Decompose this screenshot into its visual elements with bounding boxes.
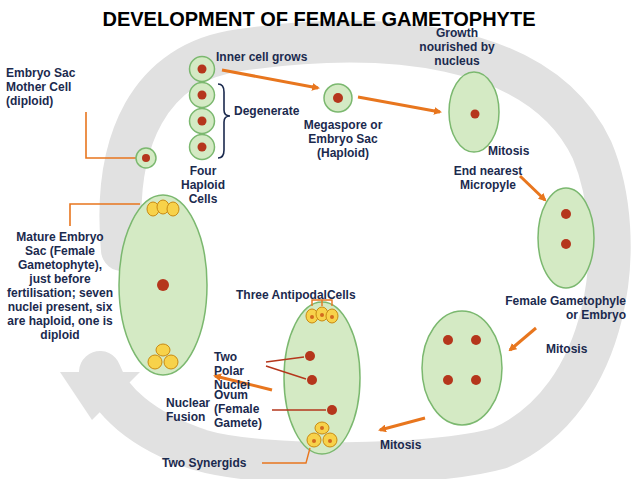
leader-line	[70, 204, 140, 226]
swirl-band	[100, 42, 610, 464]
brace	[218, 84, 230, 158]
nuclei	[443, 335, 481, 385]
megaspore	[324, 84, 352, 112]
ovum-nucleus	[327, 405, 337, 415]
antipodal-nuclei	[310, 313, 334, 319]
stage-label: Four Haploid Cells	[172, 164, 234, 206]
embryo-sac	[422, 311, 502, 425]
nucleus	[142, 154, 150, 162]
synergids	[148, 344, 178, 369]
stage-arrow	[358, 97, 440, 112]
stage-label: End nearest Micropyle	[438, 164, 538, 192]
nucleus	[561, 209, 571, 219]
stage-arrow	[520, 176, 545, 200]
polar-nucleus	[305, 351, 315, 361]
stage-arrow	[380, 418, 425, 430]
nuclei	[198, 65, 207, 152]
antipodal-cells	[306, 307, 338, 323]
stage-arrow	[510, 328, 536, 350]
stage-arrow	[222, 70, 318, 88]
nucleus	[333, 93, 343, 103]
embryo-sac	[538, 188, 594, 288]
stage-label: Two Polar Nuclei	[214, 350, 266, 392]
synergid-nuclei	[312, 426, 332, 443]
mature-embryo-sac	[119, 195, 207, 375]
leader-line	[266, 357, 306, 379]
stage-label: Nuclear Fusion	[166, 396, 218, 424]
stage-label: Three AntipodalCells	[236, 288, 376, 302]
stage-label: Growth nourished by nucleus	[408, 26, 506, 68]
nucleus	[471, 110, 480, 119]
secondary-nucleus	[157, 279, 169, 291]
stage-label: Mature Embryo Sac (Female Gametophyte), …	[6, 230, 114, 342]
stage-label: Inner cell grows	[216, 50, 326, 64]
polar-nucleus	[307, 375, 317, 385]
stage-label: Mitosis	[380, 438, 440, 452]
leader-line	[262, 448, 310, 463]
embryo-sac	[284, 302, 360, 454]
leader-line	[86, 112, 136, 158]
stage-label: Female Gametophyle or Embryo	[498, 294, 626, 322]
haploid-cells	[190, 57, 215, 160]
synergids	[307, 422, 337, 447]
swirl-head	[60, 372, 140, 420]
stage-label: Two Synergids	[162, 456, 260, 470]
stage-label: Embryo Sac Mother Cell (diploid)	[6, 66, 84, 108]
stage-label: Ovum (Female Gamete)	[214, 388, 272, 430]
nucleus	[561, 239, 571, 249]
leader-line	[272, 409, 326, 410]
embryo-sac	[449, 72, 499, 152]
stage-label: Degenerate	[234, 104, 314, 118]
stage-label: Mitosis	[488, 144, 548, 158]
antipodal-cells	[147, 200, 179, 216]
diagram-title: DEVELOPMENT OF FEMALE GAMETOPHYTE	[0, 8, 638, 31]
stage-label: Megaspore or Embryo Sac (Haploid)	[290, 118, 396, 160]
mother-cell	[136, 148, 156, 168]
stage-label: Mitosis	[546, 342, 606, 356]
